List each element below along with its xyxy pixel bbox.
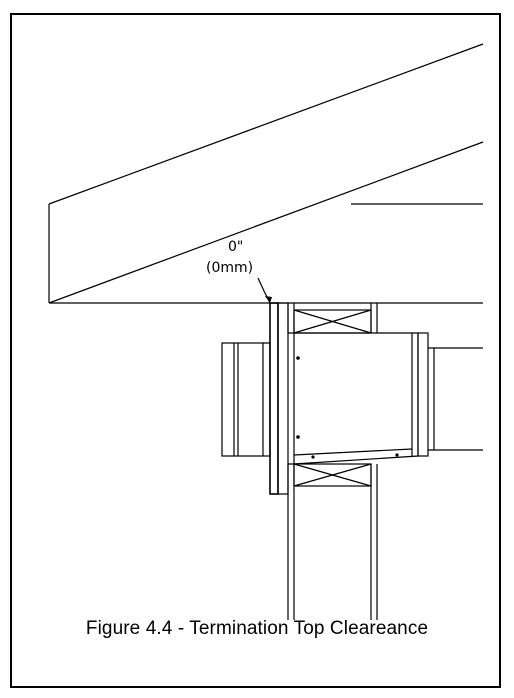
termination-body: [288, 332, 419, 465]
clearance-inches-label: 0": [228, 239, 243, 255]
leader-arrowhead: [265, 296, 272, 303]
outer-vent-pipe: [221, 342, 271, 457]
figure-caption: Figure 4.4 - Termination Top Cleareance: [85, 618, 429, 639]
fasteners: [296, 356, 399, 459]
clearance-mm-label: (0mm): [206, 260, 253, 276]
upper-blocking: [293, 309, 372, 334]
termination-flange: [269, 302, 289, 495]
figure-frame: [10, 13, 501, 688]
lower-blocking: [293, 463, 372, 487]
roof-eave: [48, 43, 484, 304]
inner-vent-pipe: [417, 332, 483, 457]
